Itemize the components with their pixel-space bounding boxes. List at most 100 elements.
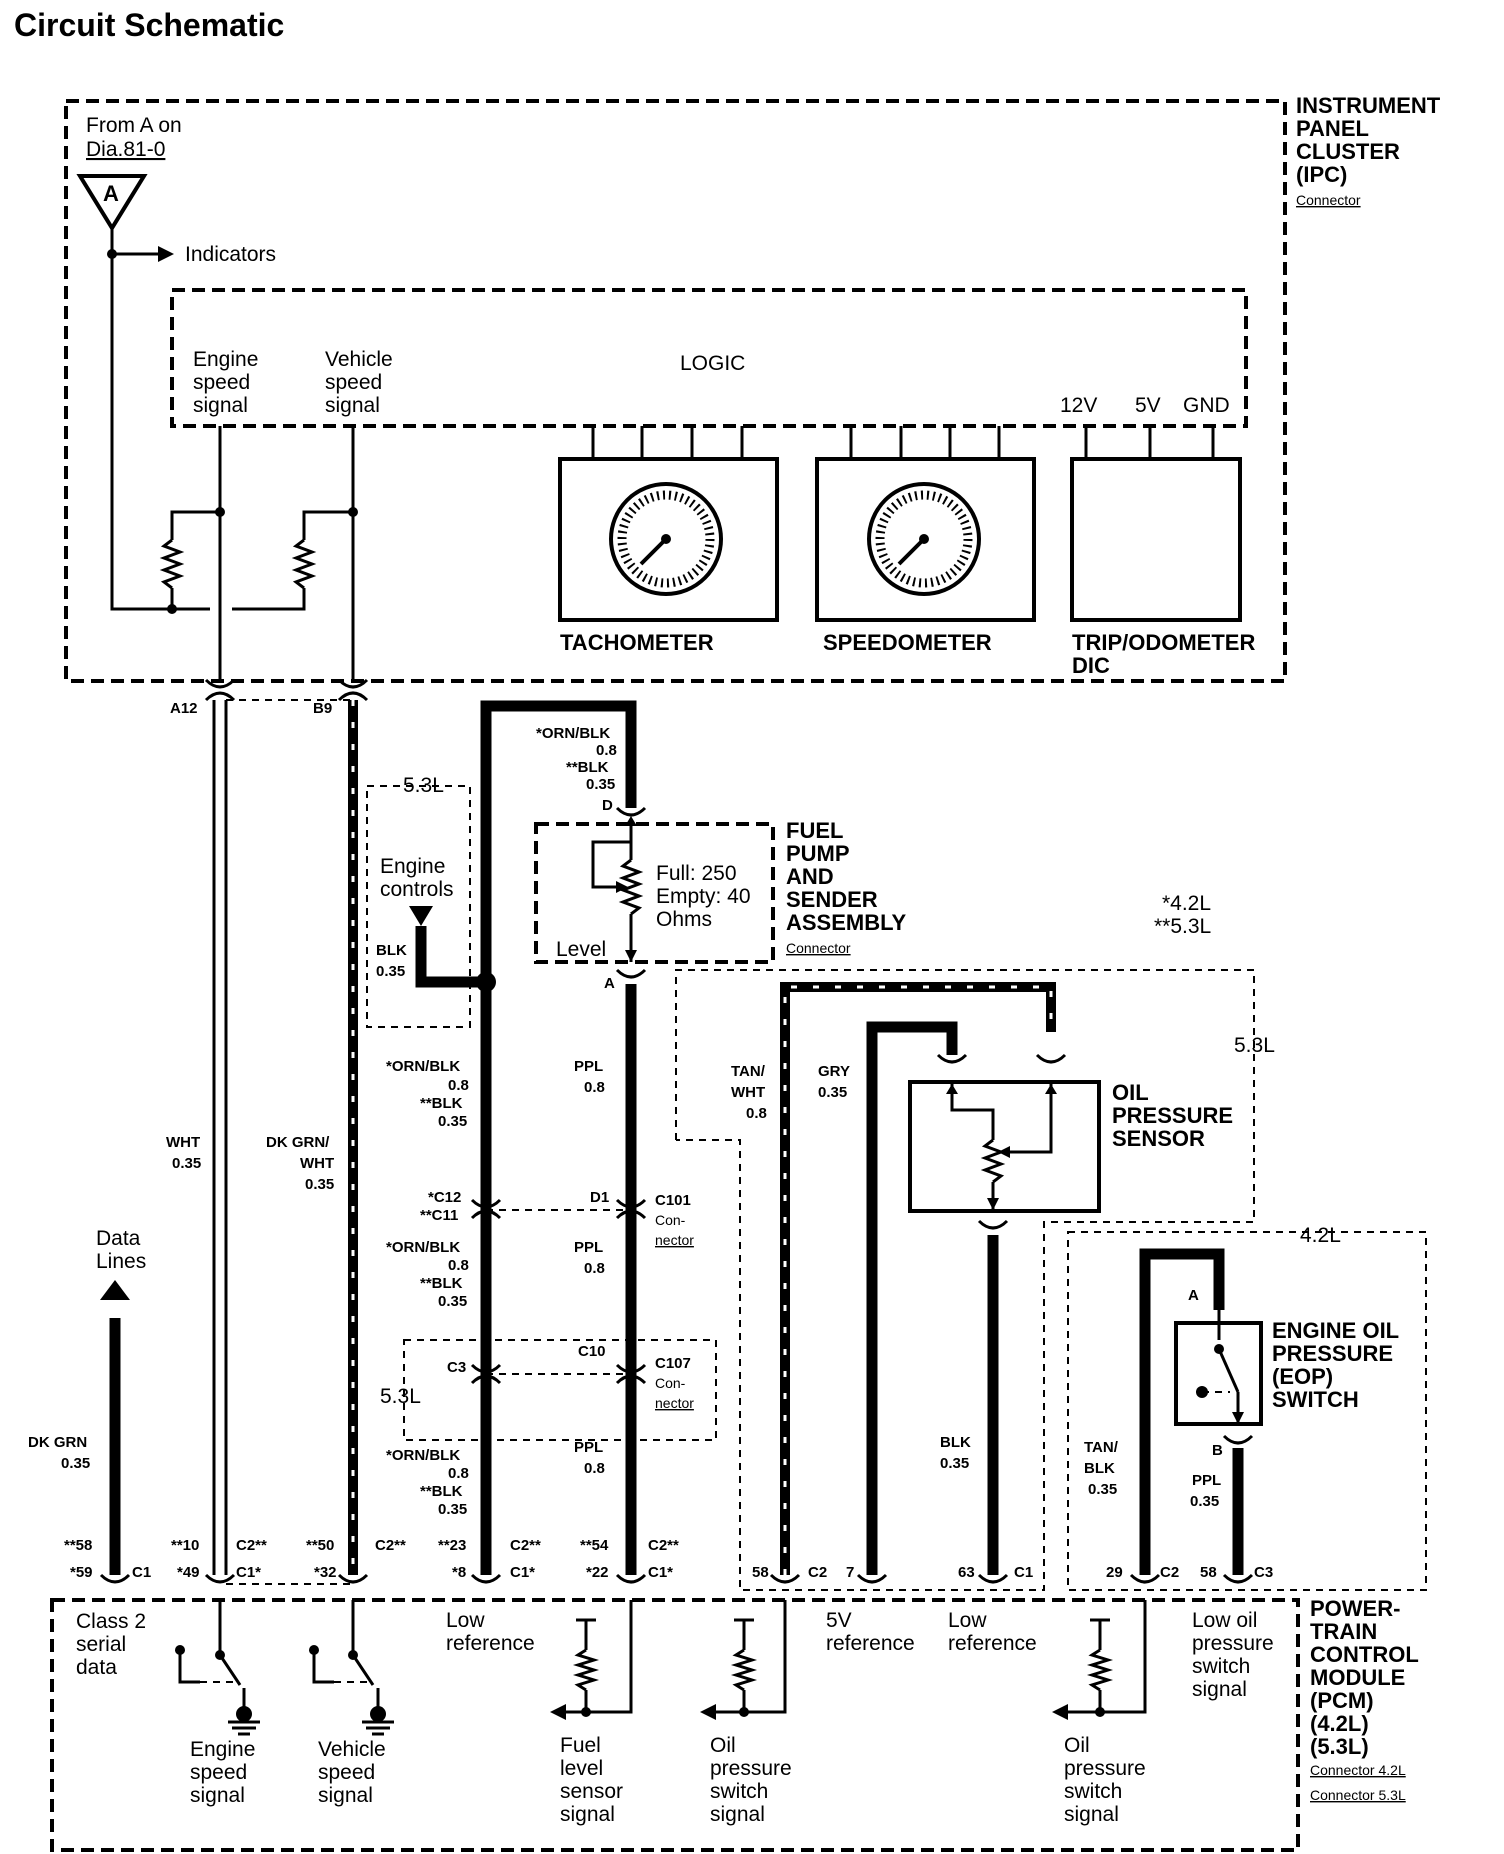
indicators-arrow-icon bbox=[158, 246, 174, 262]
eop-42l: 4.2L bbox=[1300, 1224, 1341, 1247]
svg-text:WHT: WHT bbox=[300, 1155, 334, 1172]
c107-connector-label: C107 Con- nector bbox=[655, 1355, 694, 1411]
reference-triangle-icon: A bbox=[76, 174, 148, 232]
pcm-class2-label: Class 2 serial data bbox=[76, 1610, 146, 1679]
svg-text:0.8: 0.8 bbox=[596, 742, 617, 759]
pin-a-fuel: A bbox=[604, 975, 615, 992]
svg-text:PPL: PPL bbox=[574, 1058, 603, 1075]
svg-text:signal: signal bbox=[193, 394, 248, 417]
engine-controls-box bbox=[366, 785, 471, 1028]
svg-text:signal: signal bbox=[710, 1803, 765, 1826]
svg-text:MODULE: MODULE bbox=[1310, 1665, 1405, 1690]
gnd-label: GND bbox=[1183, 394, 1230, 417]
ppl-wire bbox=[615, 968, 647, 1584]
pcm-heading: POWER- TRAIN CONTROL MODULE (PCM) (4.2L)… bbox=[1310, 1596, 1419, 1803]
svg-text:0.35: 0.35 bbox=[61, 1455, 90, 1472]
pcm-vehicle-speed-label: Vehicle speed signal bbox=[318, 1738, 386, 1807]
indicators-label: Indicators bbox=[185, 243, 276, 266]
pcm-fuel-pullup-resistor-icon bbox=[572, 1648, 600, 1692]
fuel-sender-spec: Full: 250 Empty: 40 Ohms bbox=[656, 862, 751, 931]
svg-text:0.8: 0.8 bbox=[746, 1105, 767, 1122]
svg-text:pressure: pressure bbox=[1192, 1632, 1274, 1655]
svg-text:C1*: C1* bbox=[648, 1564, 673, 1581]
pin-a12: A12 bbox=[170, 700, 198, 717]
svg-text:Engine: Engine bbox=[193, 348, 258, 371]
tachometer bbox=[558, 426, 779, 622]
svg-text:TRAIN: TRAIN bbox=[1310, 1619, 1377, 1644]
ipc-heading: INSTRUMENT PANEL CLUSTER (IPC) Connector bbox=[1296, 93, 1441, 208]
eop-switch-box bbox=[1174, 1310, 1263, 1426]
svg-text:DK GRN: DK GRN bbox=[28, 1434, 87, 1451]
svg-text:Fuel: Fuel bbox=[560, 1734, 601, 1757]
svg-text:BLK: BLK bbox=[1084, 1460, 1115, 1477]
note-53l: **5.3L bbox=[1154, 915, 1211, 938]
svg-text:C2: C2 bbox=[1160, 1564, 1179, 1581]
svg-text:*8: *8 bbox=[452, 1564, 466, 1581]
svg-text:0.8: 0.8 bbox=[584, 1260, 605, 1277]
svg-text:*49: *49 bbox=[177, 1564, 200, 1581]
c107-box bbox=[403, 1339, 717, 1441]
svg-text:PPL: PPL bbox=[574, 1239, 603, 1256]
svg-text:TAN/: TAN/ bbox=[1084, 1439, 1119, 1456]
ppl-label-3: PPL 0.8 bbox=[574, 1439, 605, 1477]
logic-label: LOGIC bbox=[680, 352, 745, 375]
svg-text:Data: Data bbox=[96, 1227, 141, 1250]
trip-odometer-label: TRIP/ODOMETER DIC bbox=[1072, 630, 1255, 678]
eop-pin-b: B bbox=[1212, 1442, 1223, 1459]
svg-text:signal: signal bbox=[1192, 1678, 1247, 1701]
svg-text:PPL: PPL bbox=[1192, 1472, 1221, 1489]
oil-sensor-heading: OIL PRESSURE SENSOR bbox=[1112, 1080, 1233, 1151]
svg-text:**10: **10 bbox=[171, 1537, 199, 1554]
logic-block bbox=[170, 288, 1248, 428]
svg-text:0.8: 0.8 bbox=[448, 1077, 469, 1094]
engine-speed-switch-icon bbox=[175, 1640, 260, 1736]
svg-text:Vehicle: Vehicle bbox=[325, 348, 393, 371]
svg-text:5V: 5V bbox=[826, 1609, 852, 1632]
svg-text:0.35: 0.35 bbox=[940, 1455, 969, 1472]
fuel-sender-resistor bbox=[591, 816, 644, 962]
d1-label: D1 bbox=[590, 1189, 609, 1206]
svg-text:0.35: 0.35 bbox=[438, 1293, 467, 1310]
svg-text:*ORN/BLK: *ORN/BLK bbox=[536, 725, 610, 742]
tachometer-label: TACHOMETER bbox=[560, 630, 714, 655]
svg-text:SENDER: SENDER bbox=[786, 887, 878, 912]
svg-text:signal: signal bbox=[560, 1803, 615, 1826]
dkgrn-wht-wire-label: DK GRN/ WHT 0.35 bbox=[266, 1134, 334, 1193]
oil-sensor-blk-wire bbox=[977, 1219, 1009, 1584]
svg-text:Full: 250: Full: 250 bbox=[656, 862, 737, 885]
svg-text:*59: *59 bbox=[70, 1564, 93, 1581]
c3-label: C3 bbox=[447, 1359, 466, 1376]
orn-blk-wire bbox=[470, 700, 647, 1584]
svg-text:PPL: PPL bbox=[574, 1439, 603, 1456]
svg-text:CLUSTER: CLUSTER bbox=[1296, 139, 1400, 164]
svg-text:C1: C1 bbox=[132, 1564, 151, 1581]
fuel-sender-box bbox=[534, 822, 775, 964]
svg-text:**BLK: **BLK bbox=[420, 1095, 463, 1112]
svg-text:Oil: Oil bbox=[1064, 1734, 1090, 1757]
gry-label: GRY 0.35 bbox=[818, 1063, 850, 1101]
svg-text:58: 58 bbox=[752, 1564, 769, 1581]
svg-text:reference: reference bbox=[826, 1632, 915, 1655]
c101-connector-label: C101 Con- nector bbox=[655, 1192, 694, 1248]
oil-switch-arrow-1-icon bbox=[700, 1704, 716, 1720]
svg-text:0.8: 0.8 bbox=[584, 1460, 605, 1477]
pcm-oil-switch-1-label: Oil pressure switch signal bbox=[710, 1734, 792, 1826]
eop-heading: ENGINE OIL PRESSURE (EOP) SWITCH bbox=[1272, 1318, 1399, 1412]
svg-text:(4.2L): (4.2L) bbox=[1310, 1711, 1369, 1736]
svg-text:**23: **23 bbox=[438, 1537, 466, 1554]
svg-text:Vehicle: Vehicle bbox=[318, 1738, 386, 1761]
ipc-vehicle-speed-label: Vehicle speed signal bbox=[325, 348, 393, 417]
svg-text:SWITCH: SWITCH bbox=[1272, 1387, 1359, 1412]
svg-text:serial: serial bbox=[76, 1633, 126, 1656]
svg-text:58: 58 bbox=[1200, 1564, 1217, 1581]
svg-text:Connector 4.2L: Connector 4.2L bbox=[1310, 1762, 1406, 1778]
blk-sensor-label: BLK 0.35 bbox=[940, 1434, 971, 1472]
svg-text:signal: signal bbox=[190, 1784, 245, 1807]
orn-blk-label-1: *ORN/BLK 0.8 **BLK 0.35 bbox=[386, 1058, 469, 1130]
svg-text:switch: switch bbox=[1064, 1780, 1122, 1803]
svg-text:*ORN/BLK: *ORN/BLK bbox=[386, 1058, 460, 1075]
svg-text:C3: C3 bbox=[1254, 1564, 1273, 1581]
fuel-level-arrow-icon bbox=[550, 1704, 566, 1720]
svg-text:CONTROL: CONTROL bbox=[1310, 1642, 1419, 1667]
